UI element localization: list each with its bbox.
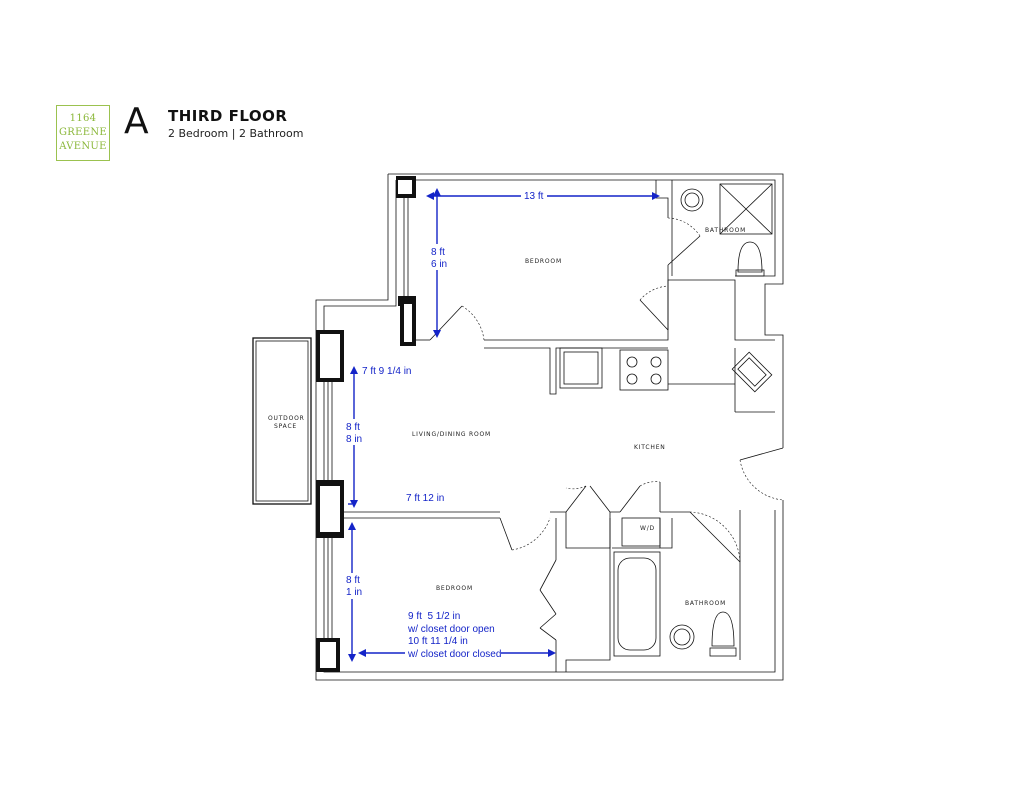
building-logo-line: 1164 bbox=[69, 113, 97, 124]
room-label-bedroom-bottom: BEDROOM bbox=[436, 585, 473, 592]
dim-bottom-closed-1: 10 ft 11 1/4 in bbox=[408, 636, 468, 647]
room-label-bathroom-top: BATHROOM bbox=[705, 227, 746, 234]
dim-top-width: 13 ft bbox=[524, 191, 544, 202]
building-logo-line: AVENUE bbox=[59, 141, 107, 152]
dim-top-depth-ft: 8 ft bbox=[431, 247, 445, 258]
outdoor-space bbox=[252, 337, 312, 505]
unit-letter: A bbox=[124, 101, 149, 142]
room-label-bedroom-top: BEDROOM bbox=[525, 258, 562, 265]
building-logo: 1164 GREENE AVENUE bbox=[56, 105, 110, 161]
dim-living-depth-in: 8 in bbox=[346, 434, 362, 445]
dim-living-lower: 7 ft 12 in bbox=[406, 493, 444, 504]
dim-top-depth-in: 6 in bbox=[431, 259, 447, 270]
dim-living-depth-ft: 8 ft bbox=[346, 422, 360, 433]
unit-type: 2 Bedroom | 2 Bathroom bbox=[168, 127, 304, 140]
room-label-outdoor-2: SPACE bbox=[274, 423, 297, 430]
room-label-bathroom-bottom: BATHROOM bbox=[685, 600, 726, 607]
room-label-wd: W/D bbox=[640, 525, 655, 532]
dim-bottom-depth-ft: 8 ft bbox=[346, 575, 360, 586]
room-label-outdoor-1: OUTDOOR bbox=[268, 415, 305, 422]
dim-bottom-open-2: w/ closet door open bbox=[407, 624, 495, 635]
dim-bottom-closed-2: w/ closet door closed bbox=[407, 649, 501, 660]
dim-bottom-open-1: 9 ft 5 1/2 in bbox=[408, 611, 460, 622]
floor-title: THIRD FLOOR bbox=[168, 107, 288, 125]
building-logo-line: GREENE bbox=[59, 127, 107, 138]
dimension-lines bbox=[348, 188, 660, 662]
exterior-walls bbox=[315, 173, 784, 681]
room-label-living-dining: LIVING/DINING ROOM bbox=[412, 431, 491, 438]
dim-living-upper: 7 ft 9 1/4 in bbox=[362, 366, 411, 377]
room-label-kitchen: KITCHEN bbox=[634, 444, 666, 451]
door-swings bbox=[429, 217, 784, 641]
dim-bottom-depth-in: 1 in bbox=[346, 587, 362, 598]
interior-walls bbox=[344, 180, 775, 672]
